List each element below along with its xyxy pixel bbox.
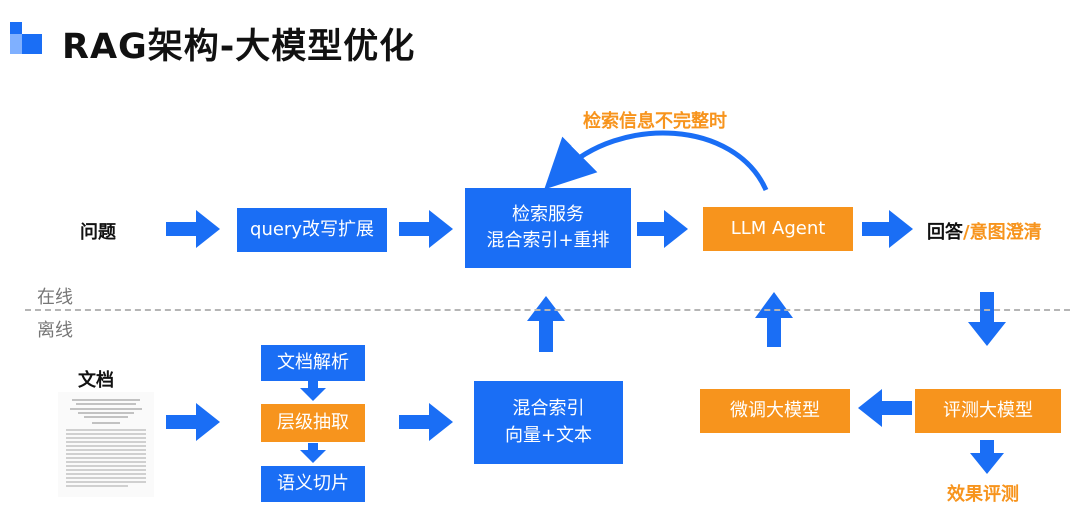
online-label: 在线 [37,287,73,308]
document-thumbnail [58,392,154,497]
retrieval-service-line1: 检索服务 [512,203,584,225]
llm-agent-box: LLM Agent [703,207,853,251]
arrow-right-icon [166,210,220,248]
feedback-curve-arrow [544,130,769,192]
document-label: 文档 [78,370,114,391]
doc-parse-box: 文档解析 [261,345,365,381]
arrow-up-icon [527,296,565,352]
hybrid-index-line1: 混合索引 [512,398,585,420]
semantic-chunk-label: 语义切片 [277,472,349,494]
arrow-down-icon [968,292,1006,346]
retrieval-service-line2: 混合索引+重排 [486,230,610,251]
arrow-right-icon [166,403,220,441]
question-label: 问题 [80,222,116,243]
arrow-down-icon [300,443,326,463]
hybrid-index-line2: 向量+文本 [504,424,593,446]
hybrid-index-box: 混合索引 向量+文本 [474,381,623,464]
hierarchy-extract-box: 层级抽取 [261,404,365,442]
arrow-right-icon [862,210,913,248]
answer-text: 回答 [927,222,963,243]
intent-clarify-text: /意图澄清 [963,222,1042,243]
finetune-model-box: 微调大模型 [700,389,850,433]
online-offline-divider [25,309,1070,311]
retrieval-service-box: 检索服务 混合索引+重排 [465,188,631,268]
arrow-down-icon [300,381,326,401]
arrow-right-icon [399,403,453,441]
document-page-icon [58,392,154,497]
doc-parse-label: 文档解析 [277,351,349,373]
arrow-down-icon [970,440,1004,474]
finetune-model-label: 微调大模型 [730,399,820,421]
evaluate-model-box: 评测大模型 [915,389,1061,433]
query-rewrite-label: query改写扩展 [250,218,374,240]
offline-label: 离线 [37,320,73,341]
arrow-left-icon [858,389,912,427]
page-title: RAG架构-大模型优化 [62,27,416,67]
semantic-chunk-box: 语义切片 [261,466,365,502]
feedback-label: 检索信息不完整时 [583,111,727,132]
output-label: 回答/意图澄清 [927,218,1042,244]
evaluate-model-label: 评测大模型 [943,399,1033,421]
query-rewrite-box: query改写扩展 [237,208,387,252]
hierarchy-extract-label: 层级抽取 [277,411,349,433]
arrow-right-icon [399,210,453,248]
arrow-up-icon [755,292,793,347]
llm-agent-label: LLM Agent [730,217,826,239]
arrow-right-icon [637,210,688,248]
effect-evaluation-label: 效果评测 [947,484,1019,505]
title-mark-icon [10,22,42,54]
